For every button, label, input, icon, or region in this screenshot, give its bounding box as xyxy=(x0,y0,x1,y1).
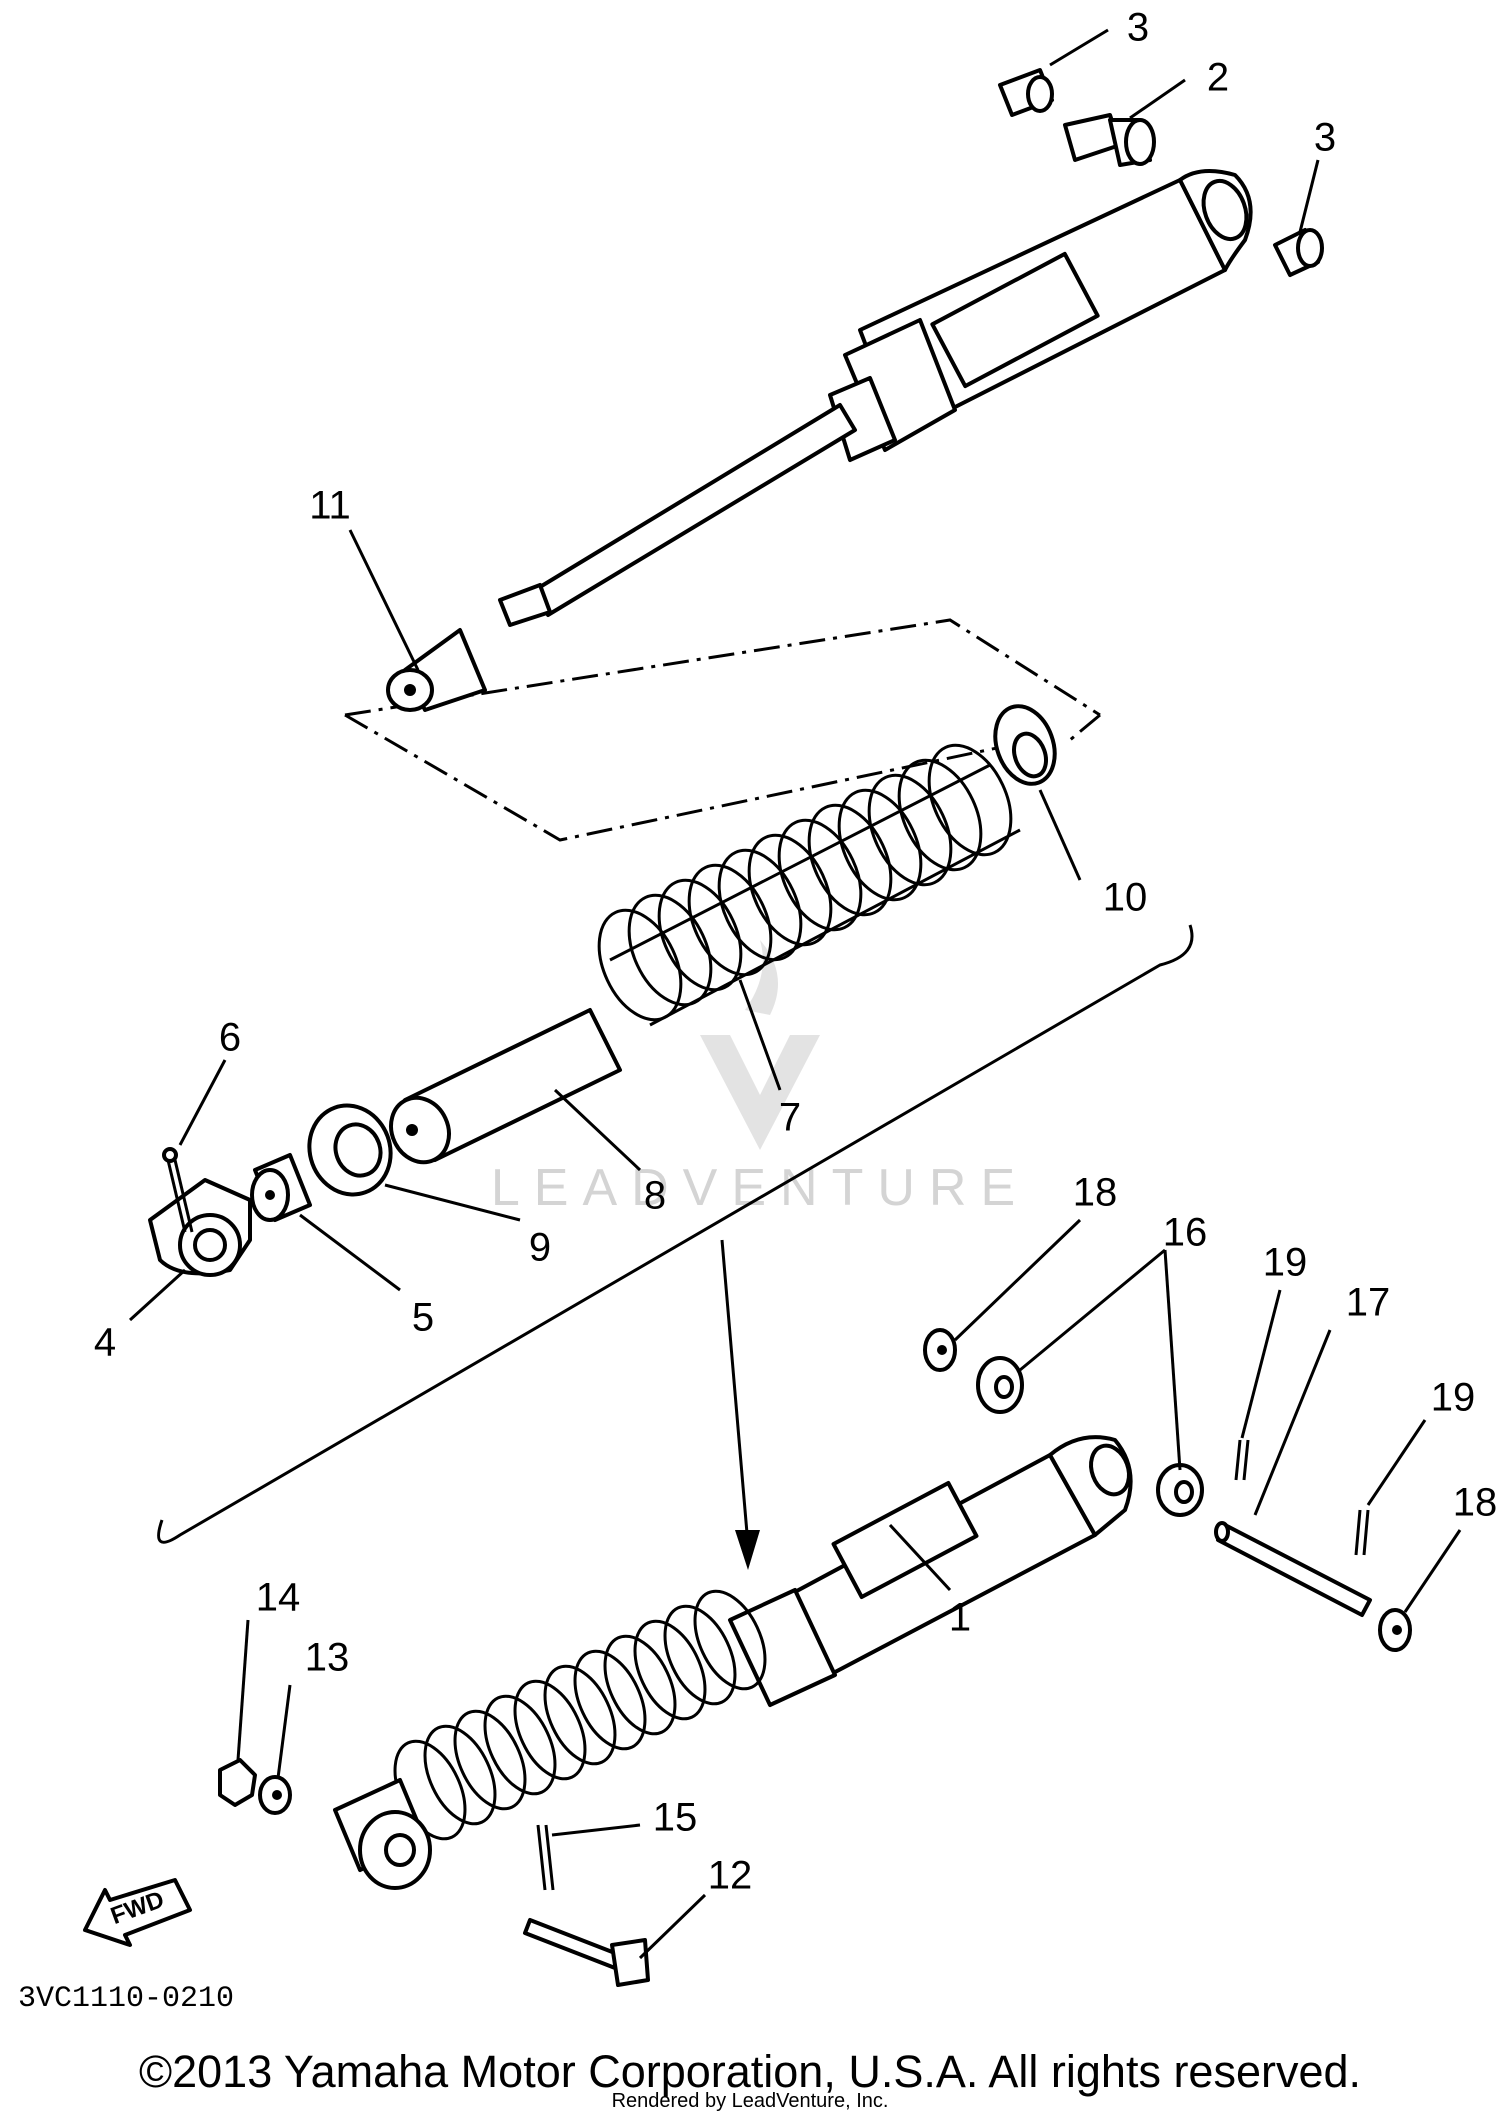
callout-16: 16 xyxy=(1163,1211,1208,1255)
part-6-bolt xyxy=(162,1147,194,1233)
callout-18b: 18 xyxy=(1453,1481,1498,1525)
upper-shock-body xyxy=(828,169,1253,462)
part-19-cotter-pin-b xyxy=(1354,1509,1370,1556)
part-3-bushing-right xyxy=(1273,228,1324,277)
exploded-group-outline xyxy=(344,618,1101,842)
callout-1: 1 xyxy=(949,1596,971,1640)
part-4-clevis xyxy=(148,1178,252,1277)
leader-lines xyxy=(128,28,1462,1960)
callout-19a: 19 xyxy=(1263,1241,1308,1285)
part-7-spring xyxy=(597,743,1021,1027)
lower-shock-assembly xyxy=(333,1435,1133,1890)
part-5-bushing xyxy=(250,1153,312,1222)
callout-5: 5 xyxy=(412,1296,434,1340)
callout-18a: 18 xyxy=(1073,1171,1118,1215)
callout-11: 11 xyxy=(309,484,351,528)
callout-6: 6 xyxy=(219,1016,241,1060)
part-10-spring-seat xyxy=(993,704,1057,786)
rod-thread xyxy=(498,583,552,627)
callout-10: 10 xyxy=(1103,876,1148,920)
part-8-tube xyxy=(389,1008,622,1165)
part-19-cotter-pin-a xyxy=(1234,1439,1250,1481)
watermark-text: LEADVENTURE xyxy=(491,1159,1029,1217)
part-11-bump-stop xyxy=(386,628,487,712)
assembly-brace xyxy=(157,924,1194,1544)
part-9-washer xyxy=(307,1103,393,1197)
part-15-cotter-pin xyxy=(536,1824,555,1891)
part-12-bolt xyxy=(523,1918,650,1987)
callout-19b: 19 xyxy=(1431,1376,1476,1420)
part-2-collar xyxy=(1063,113,1156,167)
part-14-nut xyxy=(218,1758,257,1807)
copyright-notice: ©2013 Yamaha Motor Corporation, U.S.A. A… xyxy=(138,2046,1362,2097)
part-17-pin xyxy=(1214,1521,1372,1617)
callout-7: 7 xyxy=(779,1096,801,1140)
callout-14: 14 xyxy=(256,1576,301,1620)
callout-8: 8 xyxy=(644,1174,666,1218)
rendered-by-notice: Rendered by LeadVenture, Inc. xyxy=(611,2090,889,2112)
upper-shock-rod xyxy=(533,403,857,617)
arrow-head xyxy=(735,1530,760,1570)
callout-12: 12 xyxy=(708,1854,753,1898)
diagram-code: 3VC1110-0210 xyxy=(18,1982,235,2016)
part-16-collar-a xyxy=(976,1356,1024,1414)
callout-3a: 3 xyxy=(1127,6,1149,50)
callout-17: 17 xyxy=(1346,1281,1391,1325)
callout-2: 2 xyxy=(1207,56,1229,100)
assembly-arrow xyxy=(720,1239,750,1546)
callout-15: 15 xyxy=(653,1796,698,1840)
fwd-arrow: FWD xyxy=(83,1878,192,1947)
part-13-washer xyxy=(258,1775,292,1815)
part-18-washer-a xyxy=(923,1328,957,1372)
callout-4: 4 xyxy=(94,1321,116,1365)
leadventure-watermark: LEADVENTURE xyxy=(491,940,1029,1217)
callouts: 3 2 3 11 10 6 7 8 9 5 4 18 16 19 17 19 1… xyxy=(94,6,1497,1898)
callout-9: 9 xyxy=(529,1226,551,1270)
part-18-washer-b xyxy=(1378,1608,1412,1652)
callout-13: 13 xyxy=(305,1636,350,1680)
callout-3b: 3 xyxy=(1314,116,1336,160)
part-16-collar-b xyxy=(1156,1463,1204,1517)
part-3-bushing-upper xyxy=(998,68,1054,117)
